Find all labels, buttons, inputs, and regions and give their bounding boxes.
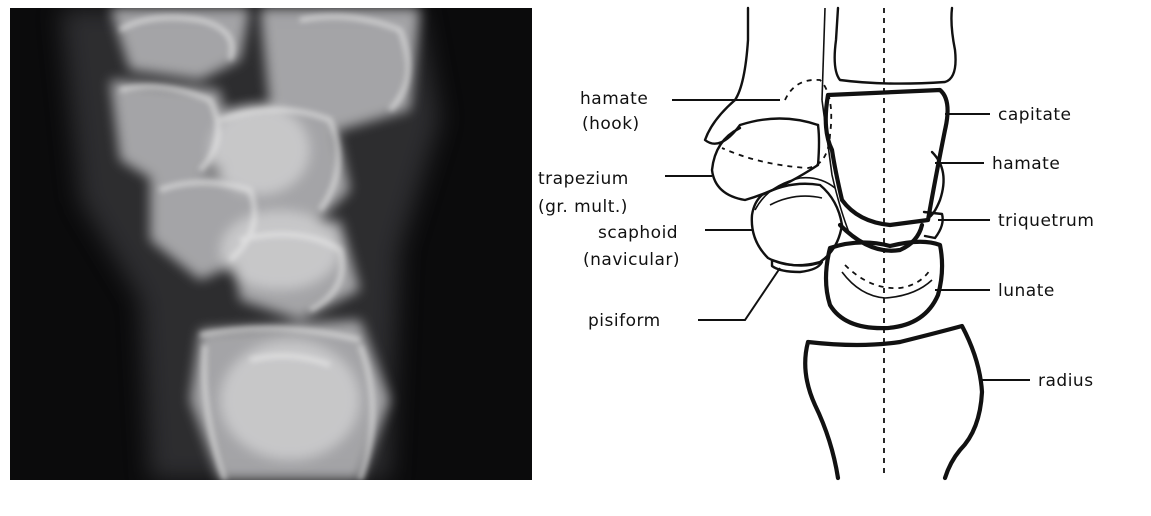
scaphoid-inner bbox=[770, 196, 822, 205]
label-trapezium-name: trapezium bbox=[538, 169, 629, 189]
radius-bone bbox=[805, 326, 982, 478]
label-trapezium-note: (gr. mult.) bbox=[538, 197, 628, 217]
lunate-inner bbox=[842, 272, 932, 298]
capitate-head bbox=[840, 225, 922, 251]
label-hamate-hook-note: (hook) bbox=[582, 114, 640, 134]
capitate-bone bbox=[826, 90, 948, 225]
label-capitate: capitate bbox=[998, 105, 1072, 125]
label-pisiform: pisiform bbox=[588, 311, 661, 331]
label-hamate-hook-name: hamate bbox=[580, 89, 648, 109]
leader-pisiform bbox=[698, 268, 780, 320]
trapezium-body bbox=[712, 125, 819, 200]
trapezium-bone bbox=[705, 100, 818, 144]
xray-radiograph bbox=[10, 8, 532, 480]
wrist-diagram: hamate (hook) trapezium (gr. mult.) scap… bbox=[538, 8, 1094, 478]
label-radius: radius bbox=[1038, 371, 1094, 391]
lunate-dotted bbox=[845, 265, 930, 288]
scaphoid-outer bbox=[755, 178, 835, 210]
metacarpal-3 bbox=[835, 8, 956, 84]
label-hamate: hamate bbox=[992, 154, 1060, 174]
metacarpal-4 bbox=[735, 8, 748, 100]
label-triquetrum: triquetrum bbox=[998, 211, 1094, 231]
label-lunate: lunate bbox=[998, 281, 1055, 301]
label-scaphoid-note: (navicular) bbox=[583, 250, 680, 270]
label-scaphoid-name: scaphoid bbox=[598, 223, 678, 243]
